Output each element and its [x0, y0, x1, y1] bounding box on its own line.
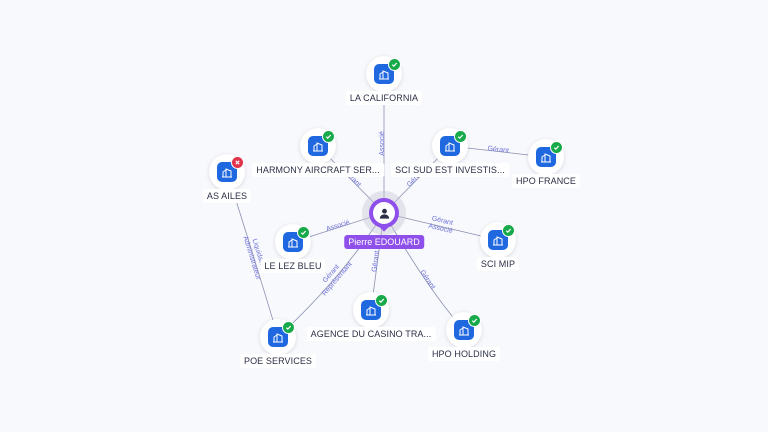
edge-label: Gérant — [431, 215, 453, 227]
company-label[interactable]: AS AILES — [202, 189, 252, 203]
company-label[interactable]: SCI SUD EST INVESTIS... — [391, 163, 509, 177]
company-label[interactable]: LA CALIFORNIA — [345, 91, 423, 105]
check-icon — [502, 224, 515, 237]
edge-label: Associé — [325, 219, 351, 233]
company-label[interactable]: HPO FRANCE — [511, 174, 581, 188]
company-label[interactable]: AGENCE DU CASINO TRA... — [306, 327, 436, 341]
check-icon — [375, 294, 388, 307]
person-pin[interactable] — [369, 198, 399, 228]
company-label[interactable]: HPO HOLDING — [427, 347, 501, 361]
company-label[interactable]: HARMONY AIRCRAFT SER... — [252, 163, 384, 177]
check-icon — [322, 130, 335, 143]
company-label[interactable]: LE LEZ BLEU — [260, 259, 326, 273]
check-icon — [454, 130, 467, 143]
company-label[interactable]: POE SERVICES — [239, 354, 317, 368]
check-icon — [550, 141, 563, 154]
edge-label: Gérant — [418, 269, 436, 291]
check-icon — [468, 314, 481, 327]
company-label[interactable]: SCI MIP — [476, 257, 520, 271]
close-icon — [231, 156, 244, 169]
person-icon — [373, 202, 395, 224]
check-icon — [388, 58, 401, 71]
edge-label: Associé — [379, 131, 386, 156]
check-icon — [282, 321, 295, 334]
person-name[interactable]: Pierre EDOUARD — [344, 235, 424, 249]
edge-label: Gérant — [487, 145, 509, 154]
edge-label: Gérant — [371, 250, 381, 272]
check-icon — [297, 226, 310, 239]
